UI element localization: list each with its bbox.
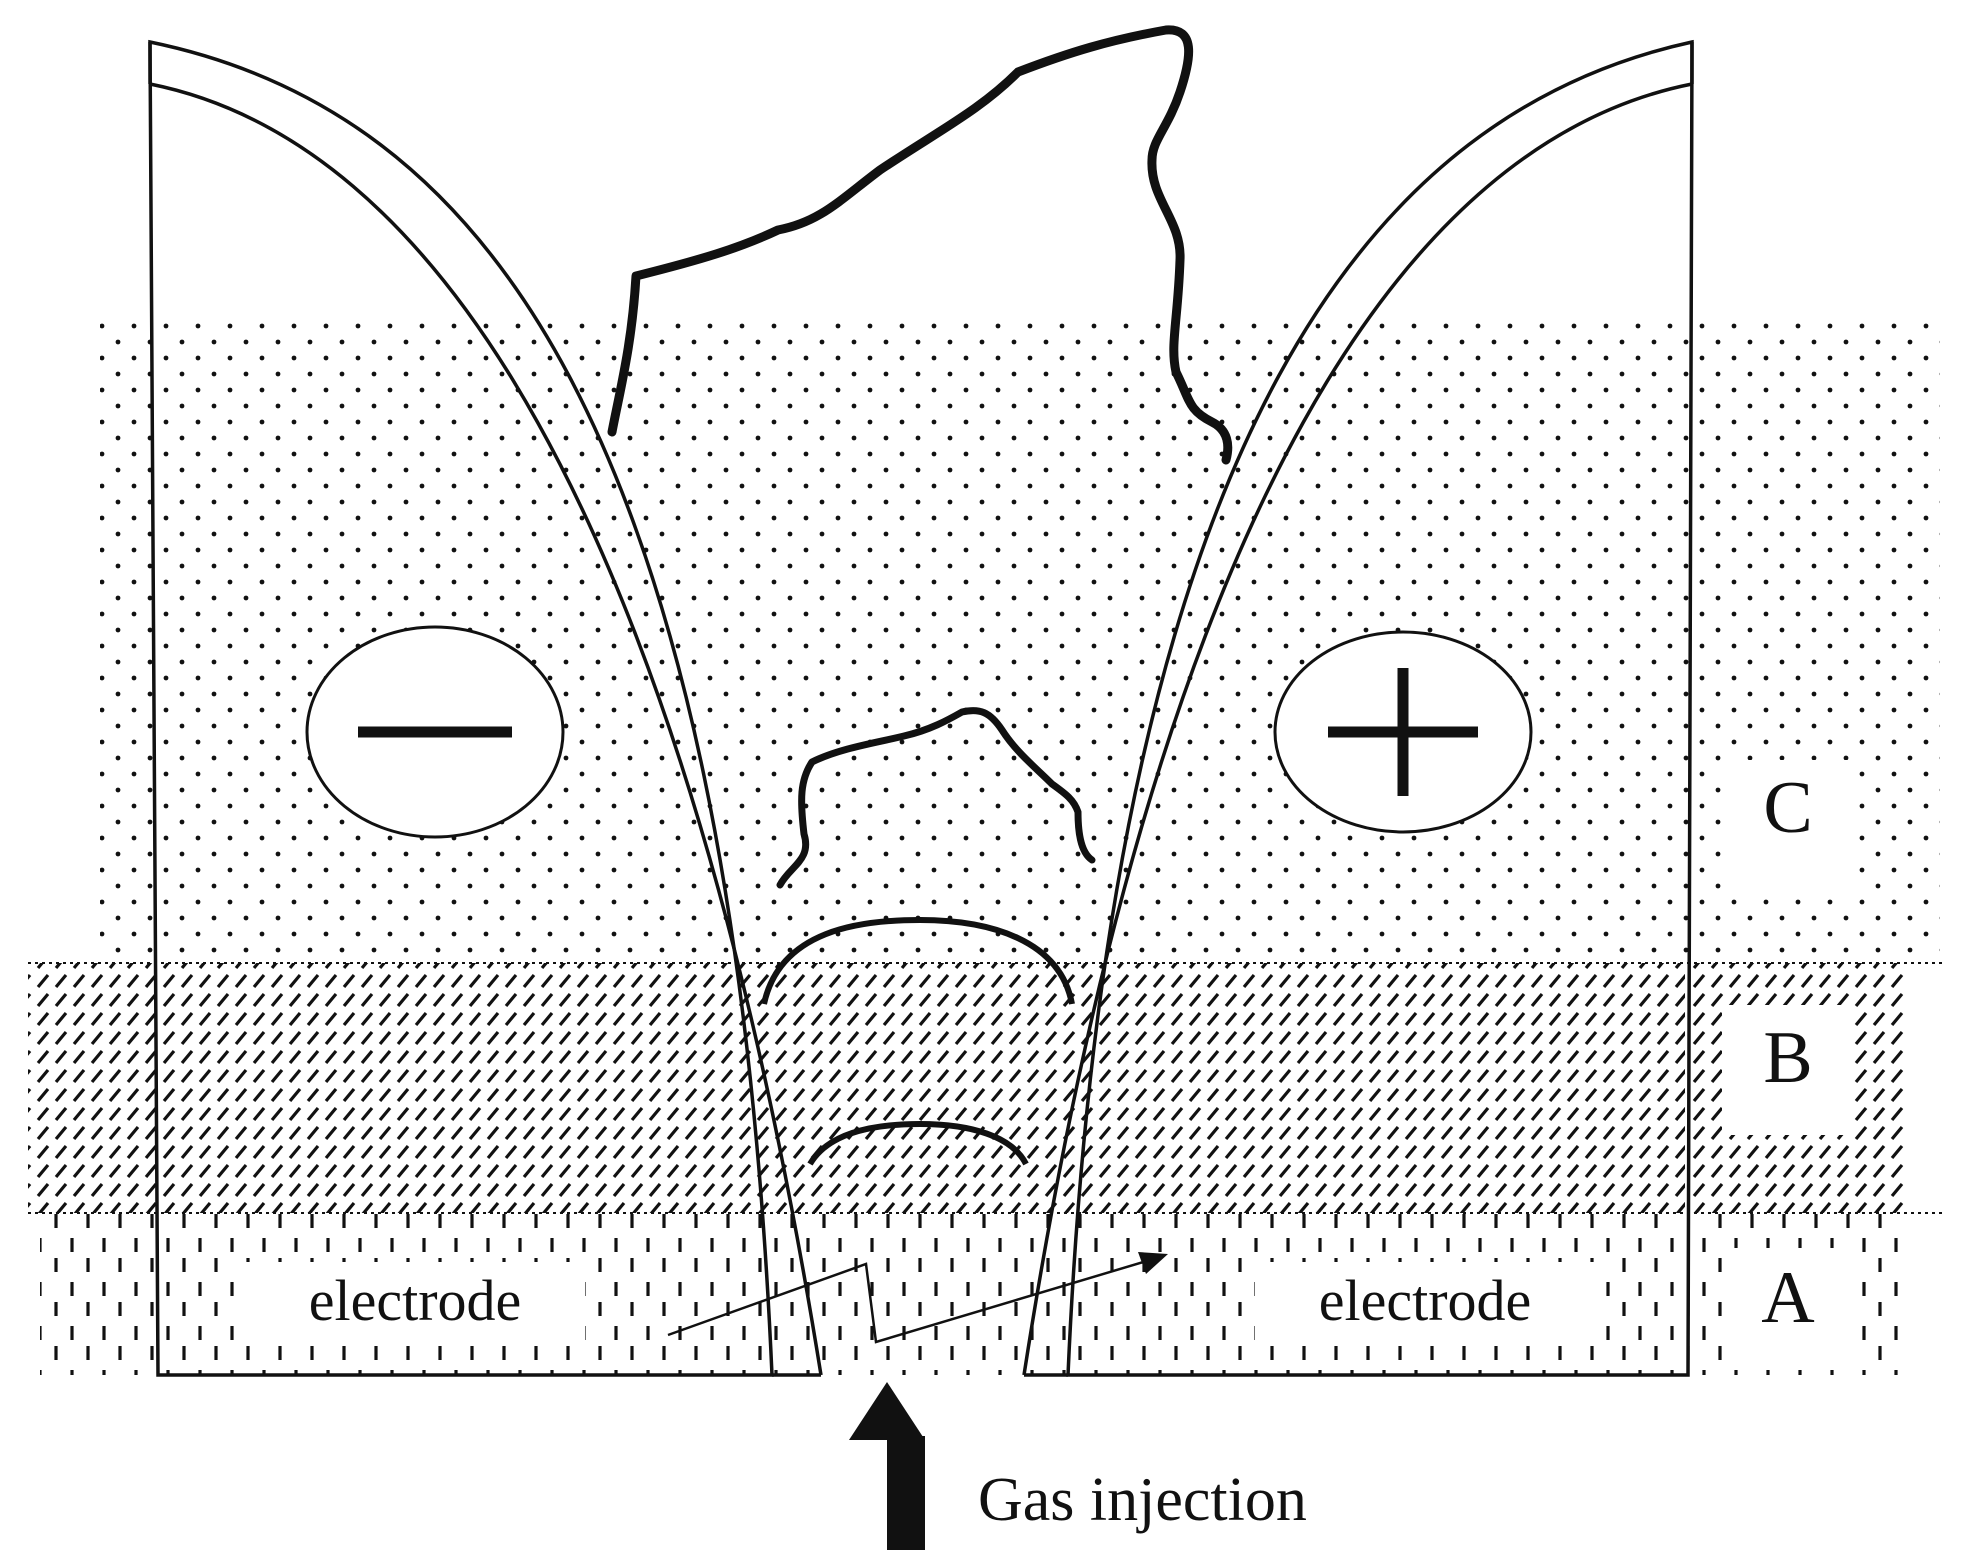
- electrode-left-label: electrode: [309, 1268, 522, 1333]
- zone-b-region: [28, 963, 1908, 1213]
- gliding-arc-large: [607, 25, 1233, 465]
- gas-injection-arrow-icon: [849, 1382, 925, 1550]
- zone-c-label: C: [1763, 767, 1812, 849]
- minus-polarity-icon: [305, 625, 565, 839]
- zone-b-label: B: [1763, 1017, 1812, 1099]
- left-electrode-coating: [149, 82, 823, 1376]
- zone-a-label: A: [1761, 1257, 1814, 1339]
- current-path-arrow: [667, 1258, 1151, 1344]
- right-electrode-coating: [1022, 82, 1693, 1376]
- gliding-arc-medium: [776, 707, 1096, 889]
- electrode-right-label: electrode: [1319, 1268, 1532, 1333]
- arc-inner-upper: [761, 916, 1075, 1005]
- gas-injection-label: Gas injection: [978, 1466, 1307, 1534]
- right-electrode-body: [1066, 39, 1694, 1377]
- plus-polarity-icon: [1273, 630, 1533, 834]
- left-electrode-body: [148, 39, 774, 1377]
- arc-inner-lower: [807, 1120, 1029, 1166]
